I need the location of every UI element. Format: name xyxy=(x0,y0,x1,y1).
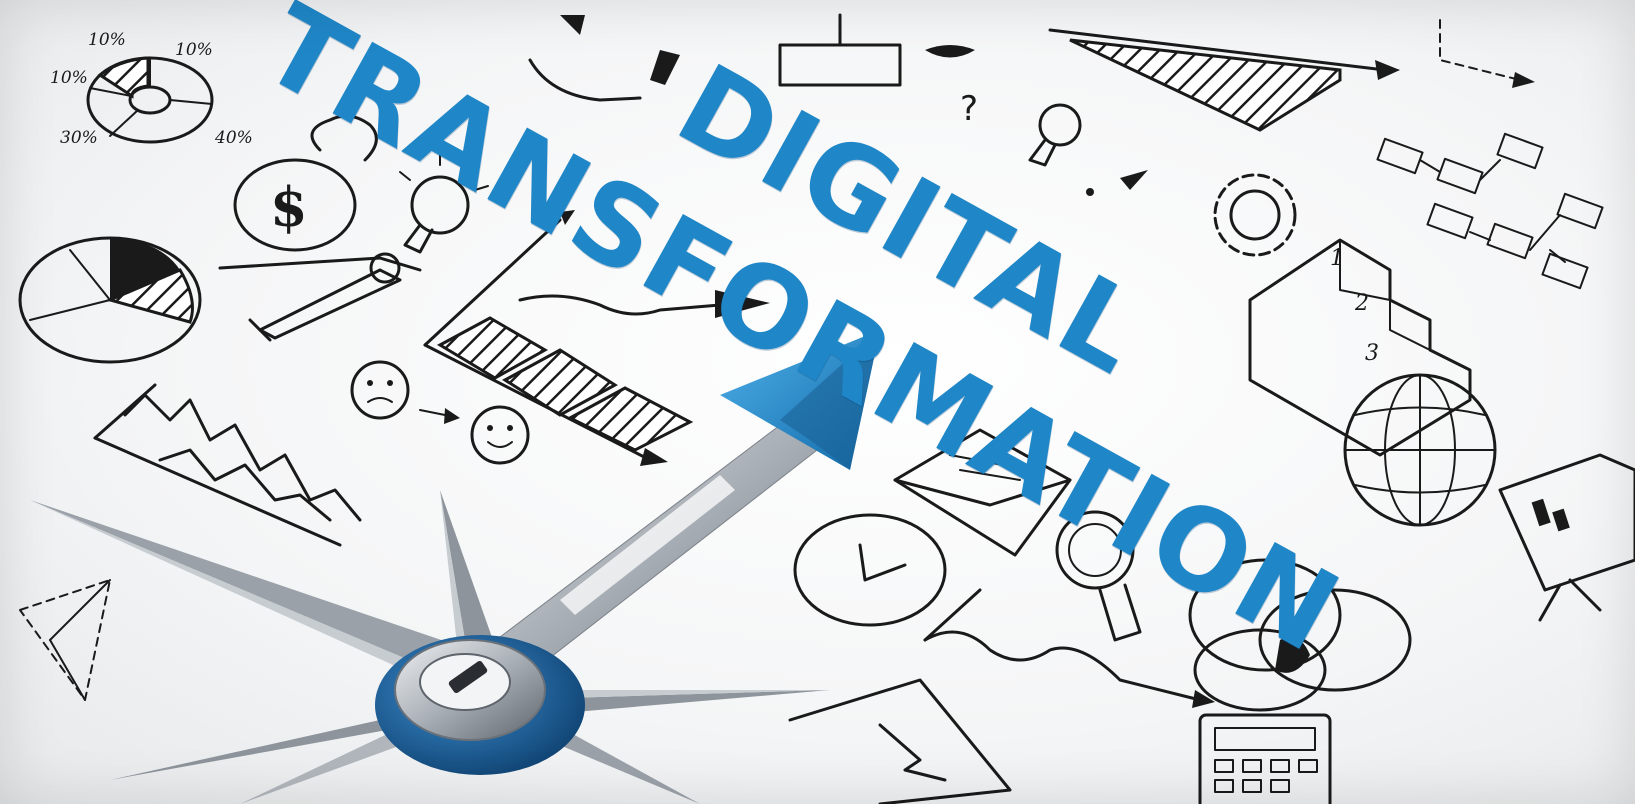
zigzag-chart-icon xyxy=(923,588,1215,708)
idea-bulb-icon: ? xyxy=(960,89,1148,196)
presentation-board-icon xyxy=(1498,453,1635,622)
pie-label: 40% xyxy=(215,128,253,148)
bar-chart-icon xyxy=(1048,28,1400,132)
currency-symbol: $ xyxy=(270,175,308,239)
trend-arrow-icon xyxy=(528,15,680,102)
money-bag-icon: $ xyxy=(233,114,378,252)
magnifier-icon xyxy=(1055,510,1142,642)
triangle-network-icon xyxy=(19,579,111,701)
pie-label: 10% xyxy=(175,40,213,60)
venn-diagram-icon xyxy=(1188,558,1412,712)
bar-chart-icon xyxy=(423,210,694,466)
question-mark: ? xyxy=(960,89,978,129)
pie-label: 10% xyxy=(88,30,126,50)
pie-label: 10% xyxy=(50,68,88,88)
podium-icon: 1 2 3 xyxy=(1248,238,1472,457)
happy-face-icon xyxy=(470,405,530,465)
clock-icon xyxy=(793,513,947,627)
gear-icon xyxy=(1213,173,1297,257)
drafting-compass-icon xyxy=(218,252,422,342)
envelope-icon xyxy=(893,428,1072,557)
pie-chart-icon xyxy=(18,236,202,364)
dashed-axis-icon xyxy=(1439,19,1535,88)
zigzag-chart-icon xyxy=(93,383,362,547)
trend-arrow-icon xyxy=(518,290,770,318)
scale-icon xyxy=(778,13,975,87)
light-bulb-icon xyxy=(399,154,489,254)
sad-face-icon xyxy=(350,360,410,420)
calculator-icon xyxy=(1198,713,1332,804)
podium-rank-2: 2 xyxy=(1354,291,1369,316)
podium-rank-3: 3 xyxy=(1365,341,1379,366)
globe-icon xyxy=(1343,373,1497,527)
podium-rank-1: 1 xyxy=(1330,246,1344,271)
trend-arrow-icon xyxy=(419,408,460,424)
monitor-icon xyxy=(788,678,1012,804)
pie-chart-icon xyxy=(86,56,214,144)
flowchart-icon xyxy=(1376,132,1604,290)
compass-needle-icon xyxy=(30,330,880,804)
pie-label: 30% xyxy=(60,128,98,148)
